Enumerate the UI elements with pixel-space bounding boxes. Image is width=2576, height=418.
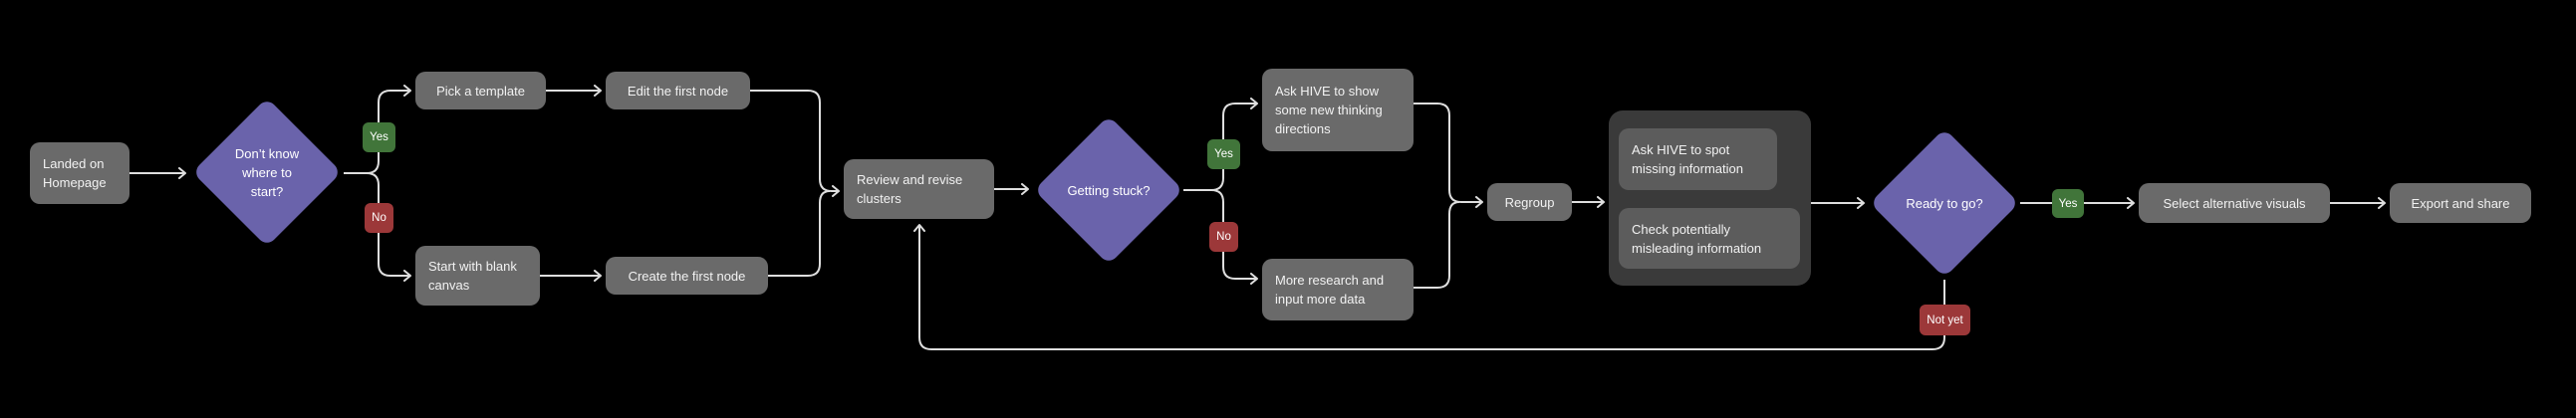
node-review-and-revise-clusters[interactable]: Review and revise clusters [844,159,994,219]
node-export-and-share[interactable]: Export and share [2390,183,2531,223]
decision-getting-stuck[interactable]: Getting stuck? [1033,114,1184,266]
node-regroup[interactable]: Regroup [1487,183,1572,221]
node-ask-hive-show-directions[interactable]: Ask HIVE to show some new thinking direc… [1262,69,1414,151]
decision-label: Getting stuck? [1067,182,1151,198]
node-landed-on-homepage[interactable]: Landed on Homepage [30,142,129,204]
edge-edit-to-review [750,90,840,197]
edge-create-to-review [768,190,831,277]
badge-d1-yes[interactable]: Yes [363,122,395,152]
edge-askshow-to-regroup [1414,103,1483,208]
node-edit-the-first-node[interactable]: Edit the first node [606,72,750,109]
group-hive-checks[interactable]: Ask HIVE to spot missing information Che… [1609,110,1811,286]
decision-label: Ready to go? [1906,195,1983,211]
edge-research-to-regroup [1414,201,1460,289]
decision-label: Don’t know where to start? [234,145,300,199]
decision-dont-know-where-to-start[interactable]: Don’t know where to start? [191,97,343,248]
node-create-the-first-node[interactable]: Create the first node [606,257,768,295]
badge-d1-no[interactable]: No [365,203,393,233]
edge-notyet-loop-to-review [913,224,1945,350]
node-pick-a-template[interactable]: Pick a template [415,72,546,109]
badge-d2-no[interactable]: No [1209,222,1238,252]
node-check-misleading-info[interactable]: Check potentially misleading information [1619,208,1800,269]
decision-ready-to-go[interactable]: Ready to go? [1869,127,2020,279]
node-select-alternative-visuals[interactable]: Select alternative visuals [2139,183,2330,223]
node-ask-hive-spot-missing-info[interactable]: Ask HIVE to spot missing information [1619,128,1777,190]
badge-d3-not-yet[interactable]: Not yet [1920,305,1970,335]
badge-d3-yes[interactable]: Yes [2052,189,2084,218]
badge-d2-yes[interactable]: Yes [1207,139,1240,169]
node-start-with-blank-canvas[interactable]: Start with blank canvas [415,246,540,306]
node-more-research-input-data[interactable]: More research and input more data [1262,259,1414,320]
